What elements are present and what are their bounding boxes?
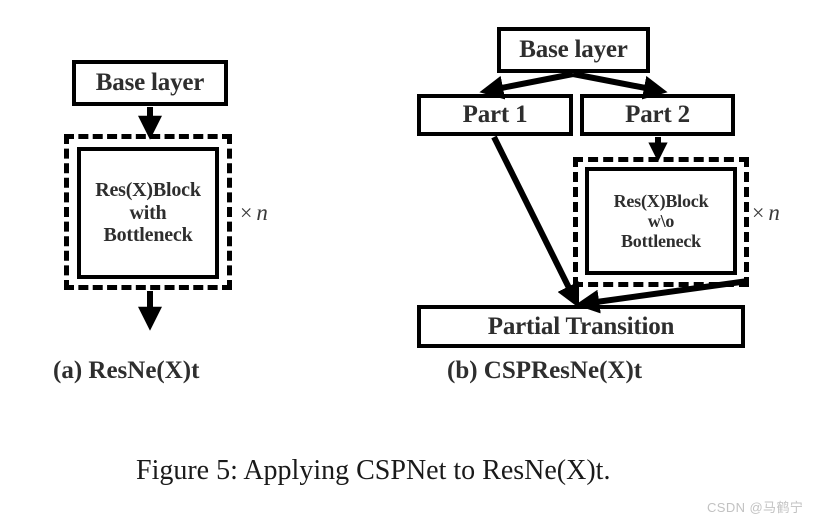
b-partial-transition-label: Partial Transition: [487, 312, 675, 340]
subfigure-b-label: (b) CSPResNe(X)t: [447, 357, 643, 384]
b-part1-box: Part 1: [417, 94, 573, 136]
b-res-block-line3: Bottleneck: [621, 231, 701, 252]
b-multiplier-times: ×: [752, 200, 765, 225]
b-res-block-line2: w\o: [647, 210, 675, 231]
figure-caption: Figure 5: Applying CSPNet to ResNe(X)t.: [136, 455, 611, 486]
a-base-layer-box: Base layer: [72, 60, 228, 106]
b-part1-label: Part 1: [462, 101, 528, 128]
a-multiplier-times: ×: [240, 200, 253, 225]
a-base-layer-label: Base layer: [95, 69, 205, 96]
b-base-layer-box: Base layer: [497, 27, 650, 73]
subfigure-a-label: (a) ResNe(X)t: [53, 357, 200, 384]
b-partial-transition-box: Partial Transition: [417, 305, 745, 348]
b-res-block-box: Res(X)Block w\o Bottleneck: [585, 167, 737, 275]
b-part2-box: Part 2: [580, 94, 735, 136]
b-multiplier-n: n: [768, 200, 780, 225]
a-res-block-line2: with: [129, 201, 167, 224]
a-res-block-line3: Bottleneck: [103, 224, 193, 247]
b-arrow-part1-to-transition: [491, 135, 580, 309]
b-arrow-base-to-part1: [479, 71, 574, 100]
b-res-block-line1: Res(X)Block: [613, 190, 709, 211]
b-part2-label: Part 2: [625, 101, 690, 128]
a-repeat-multiplier: × n: [240, 200, 268, 226]
a-multiplier-n: n: [256, 200, 268, 225]
a-res-block-box: Res(X)Block with Bottleneck: [77, 147, 219, 279]
b-base-layer-label: Base layer: [519, 36, 628, 63]
csdn-watermark: CSDN @马鹤宁: [707, 500, 804, 515]
a-res-block-line1: Res(X)Block: [95, 179, 201, 202]
b-repeat-multiplier: × n: [752, 200, 780, 226]
b-arrow-base-to-part2: [572, 71, 668, 100]
